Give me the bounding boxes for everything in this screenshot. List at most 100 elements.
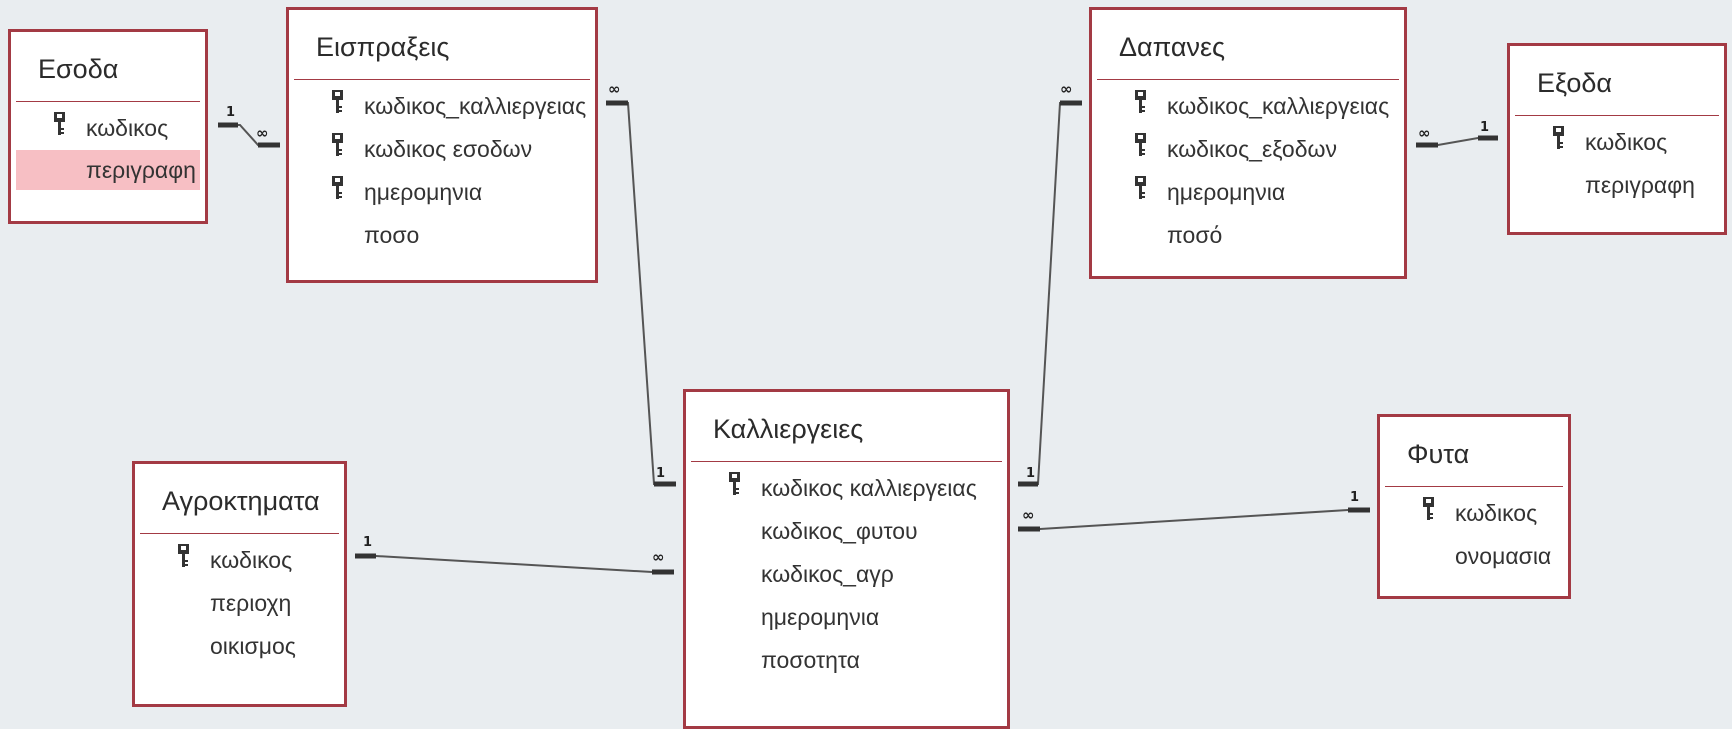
title-separator: [1097, 79, 1399, 80]
table-exoda[interactable]: Εξοδα κωδικος περιγραφη: [1507, 43, 1727, 235]
field-row[interactable]: κωδικος: [1385, 493, 1563, 533]
table-title: Εισπραξεις: [316, 32, 450, 62]
field-row[interactable]: κωδικος: [16, 108, 200, 148]
cardinality-one: 1: [1350, 490, 1360, 505]
field-name: περιγραφη: [86, 157, 196, 183]
field-row[interactable]: ποσό: [1097, 215, 1399, 255]
relationship-exoda-dapanes[interactable]: [1416, 135, 1498, 148]
title-separator: [16, 101, 200, 102]
table-title: Αγροκτηματα: [162, 486, 320, 516]
field-name: κωδικος: [210, 547, 293, 573]
connector-line: [1018, 102, 1082, 485]
field-row[interactable]: κωδικος_καλλιεργειας: [294, 86, 590, 126]
field-name: κωδικος_καλλιεργειας: [364, 93, 587, 119]
field-name: οικισμος: [210, 633, 296, 659]
table-title: Εσοδα: [38, 54, 119, 84]
field-name: κωδικος καλλιεργειας: [761, 475, 977, 501]
field-row[interactable]: κωδικος_φυτου: [691, 511, 1002, 551]
field-row[interactable]: ημερομηνια: [294, 172, 590, 212]
table-agroktimata[interactable]: Αγροκτηματα κωδικος περιοχη οικισμος: [132, 461, 347, 707]
field-name: κωδικος εσοδων: [364, 136, 533, 162]
title-separator: [294, 79, 590, 80]
cardinality-many: ∞: [1060, 80, 1072, 98]
key-icon: [54, 112, 65, 135]
cardinality-one: 1: [1480, 120, 1490, 135]
connector-line: [355, 555, 674, 573]
key-icon: [332, 176, 343, 199]
field-row-selected[interactable]: περιγραφη: [16, 150, 200, 190]
field-row[interactable]: κωδικος_καλλιεργειας: [1097, 86, 1399, 126]
key-icon: [1135, 176, 1146, 199]
field-name: ποσοτητα: [761, 647, 860, 673]
field-name: κωδικος: [1585, 129, 1668, 155]
cardinality-one: 1: [656, 466, 666, 481]
field-row[interactable]: κωδικος: [1515, 122, 1719, 162]
table-eispraxeis[interactable]: Εισπραξεις κωδικος_καλλιεργειας κωδικος …: [286, 7, 598, 283]
field-name: κωδικος: [1455, 500, 1538, 526]
field-name: ημερομηνια: [1167, 179, 1286, 205]
cardinality-many: ∞: [1418, 124, 1430, 142]
table-title: Δαπανες: [1119, 32, 1226, 62]
field-row[interactable]: περιγραφη: [1515, 165, 1719, 205]
title-separator: [140, 533, 339, 534]
field-name: περιγραφη: [1585, 172, 1695, 198]
cardinality-many: ∞: [1022, 506, 1034, 524]
connector-line: [1018, 509, 1370, 530]
field-row[interactable]: κωδικος καλλιεργειας: [691, 468, 1002, 508]
field-row[interactable]: ημερομηνια: [1097, 172, 1399, 212]
table-dapanes[interactable]: Δαπανες κωδικος_καλλιεργειας κωδικος_εξο…: [1089, 7, 1407, 279]
title-separator: [691, 461, 1002, 462]
relationship-agroktimata-kalliergeies[interactable]: [355, 553, 674, 575]
field-name: ποσό: [1167, 222, 1223, 248]
field-name: κωδικος: [86, 115, 169, 141]
key-icon: [729, 472, 740, 495]
cardinality-many: ∞: [256, 124, 268, 142]
field-row[interactable]: κωδικος_εξοδων: [1097, 129, 1399, 169]
field-name: κωδικος_αγρ: [761, 561, 894, 587]
cardinality-many: ∞: [652, 548, 664, 566]
field-row[interactable]: κωδικος εσοδων: [294, 129, 590, 169]
table-esoda[interactable]: Εσοδα κωδικος περιγραφη: [8, 29, 208, 224]
table-title: Φυτα: [1407, 439, 1470, 469]
key-icon: [1135, 133, 1146, 156]
connector-line: [218, 124, 280, 146]
field-name: κωδικος_φυτου: [761, 518, 918, 544]
field-row[interactable]: κωδικος_αγρ: [691, 554, 1002, 594]
title-separator: [1385, 486, 1563, 487]
table-title: Εξοδα: [1537, 68, 1613, 98]
field-row[interactable]: ονομασια: [1385, 536, 1563, 576]
field-name: περιοχη: [210, 590, 292, 616]
field-name: ποσο: [364, 222, 420, 248]
title-separator: [1515, 115, 1719, 116]
relationship-fyta-kalliergeies[interactable]: [1018, 507, 1370, 532]
field-name: ονομασια: [1455, 543, 1552, 569]
key-icon: [178, 544, 189, 567]
key-icon: [1135, 90, 1146, 113]
field-row[interactable]: ημερομηνια: [691, 597, 1002, 637]
key-icon: [1423, 497, 1434, 520]
field-row[interactable]: ποσοτητα: [691, 640, 1002, 680]
cardinality-one: 1: [1026, 466, 1036, 481]
key-icon: [332, 90, 343, 113]
key-icon: [332, 133, 343, 156]
field-name: κωδικος_καλλιεργειας: [1167, 93, 1390, 119]
connector-line: [606, 102, 676, 485]
cardinality-one: 1: [226, 105, 236, 120]
key-icon: [1553, 126, 1564, 149]
table-title: Καλλιεργειες: [713, 414, 864, 444]
relationship-dapanes-kalliergeies[interactable]: [1018, 100, 1082, 487]
field-name: ημερομηνια: [761, 604, 880, 630]
field-row[interactable]: περιοχη: [140, 583, 339, 623]
field-row[interactable]: ποσο: [294, 215, 590, 255]
relationship-eispraxeis-kalliergeies[interactable]: [606, 100, 676, 487]
field-name: κωδικος_εξοδων: [1167, 136, 1337, 162]
table-fyta[interactable]: Φυτα κωδικος ονομασια: [1377, 414, 1571, 599]
cardinality-many: ∞: [608, 80, 620, 98]
cardinality-one: 1: [363, 535, 373, 550]
field-row[interactable]: κωδικος: [140, 540, 339, 580]
table-kalliergeies[interactable]: Καλλιεργειες κωδικος καλλιεργειας κωδικο…: [683, 389, 1010, 729]
field-name: ημερομηνια: [364, 179, 483, 205]
relationship-esoda-eispraxeis[interactable]: [218, 122, 280, 148]
field-row[interactable]: οικισμος: [140, 626, 339, 666]
